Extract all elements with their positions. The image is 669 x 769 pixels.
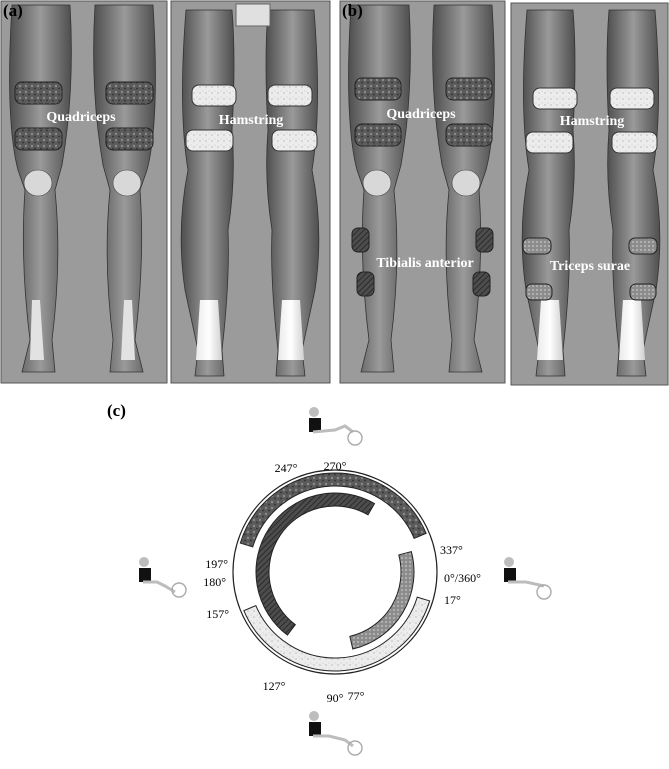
panel-a-figure: Quadriceps Hamstring (a) xyxy=(0,0,331,384)
label-triceps-surae: Triceps surae xyxy=(550,259,630,274)
electrode-quad-r-lower xyxy=(105,127,154,151)
angle-label-157: 157° xyxy=(206,607,229,621)
angle-label-127: 127° xyxy=(263,679,286,693)
electrode-ts-r-lower xyxy=(629,283,657,301)
panel-b-label: (b) xyxy=(342,1,363,20)
electrode-quad-r-lower-b xyxy=(445,123,493,147)
triceps-surae-activation-arc xyxy=(349,550,415,650)
angle-label-337: 337° xyxy=(440,543,463,557)
label-quadriceps-a: Quadriceps xyxy=(46,110,116,125)
panel-c-figure: (c) xyxy=(107,401,552,756)
label-quadriceps-b: Quadriceps xyxy=(386,107,456,122)
electrode-ts-r-upper xyxy=(628,237,658,255)
electrode-quad-l-lower-b xyxy=(354,123,402,147)
rider-icon-top xyxy=(309,407,363,446)
rider-icon-left xyxy=(139,557,187,598)
electrode-ham-l-upper xyxy=(191,84,237,107)
panel-b: Quadriceps Tibialis anterior Hamstring T… xyxy=(339,0,669,388)
rider-icon-right xyxy=(504,557,552,600)
electrode-ta-l-lower xyxy=(356,271,375,297)
tibialis-activation-arc xyxy=(255,492,376,636)
angle-label-0-360: 0°/360° xyxy=(444,571,481,585)
panel-a: Quadriceps Hamstring (a) xyxy=(0,0,331,384)
label-tibialis-anterior: Tibialis anterior xyxy=(376,256,473,271)
hamstring-activation-arc xyxy=(243,596,431,672)
angle-label-197: 197° xyxy=(205,557,228,571)
electrode-quad-l-lower xyxy=(14,127,63,151)
electrode-quad-r-upper-b xyxy=(445,77,493,101)
label-hamstring-b: Hamstring xyxy=(560,114,625,129)
electrode-ham-l-lower-b xyxy=(525,131,574,154)
angle-label-90: 90° xyxy=(327,691,344,705)
rider-icon-bottom xyxy=(309,711,363,756)
panel-b-figure: Quadriceps Tibialis anterior Hamstring T… xyxy=(339,0,669,386)
electrode-ham-l-lower xyxy=(185,129,234,152)
electrode-quad-l-upper xyxy=(14,81,63,105)
panel-c-label: (c) xyxy=(107,401,126,420)
electrode-ham-r-upper-b xyxy=(609,87,655,110)
quadriceps-activation-arc xyxy=(239,472,427,548)
electrode-ham-r-upper xyxy=(267,84,313,107)
angle-label-180: 180° xyxy=(203,575,226,589)
electrode-ta-r-lower xyxy=(472,271,491,297)
angle-label-17: 17° xyxy=(444,593,461,607)
panel-c: (c) xyxy=(0,392,669,764)
angle-label-270: 270° xyxy=(324,459,347,473)
electrode-quad-r-upper xyxy=(105,81,154,105)
electrode-ts-l-lower xyxy=(525,283,553,301)
angle-label-77: 77° xyxy=(348,689,365,703)
electrode-ta-l-upper xyxy=(351,227,370,253)
electrode-ham-l-upper-b xyxy=(532,87,578,110)
electrode-ts-l-upper xyxy=(522,237,552,255)
crank-outer-circle xyxy=(232,469,438,675)
electrode-ta-r-upper xyxy=(475,227,494,253)
electrode-quad-l-upper-b xyxy=(354,77,402,101)
angle-label-247: 247° xyxy=(275,461,298,475)
electrode-ham-r-lower-b xyxy=(611,131,658,154)
label-hamstring-a: Hamstring xyxy=(219,113,284,128)
panel-a-label: (a) xyxy=(3,1,23,20)
crank-cycle-diagram xyxy=(232,469,438,675)
electrode-ham-r-lower xyxy=(271,129,318,152)
pelvis-back-a xyxy=(235,3,271,27)
